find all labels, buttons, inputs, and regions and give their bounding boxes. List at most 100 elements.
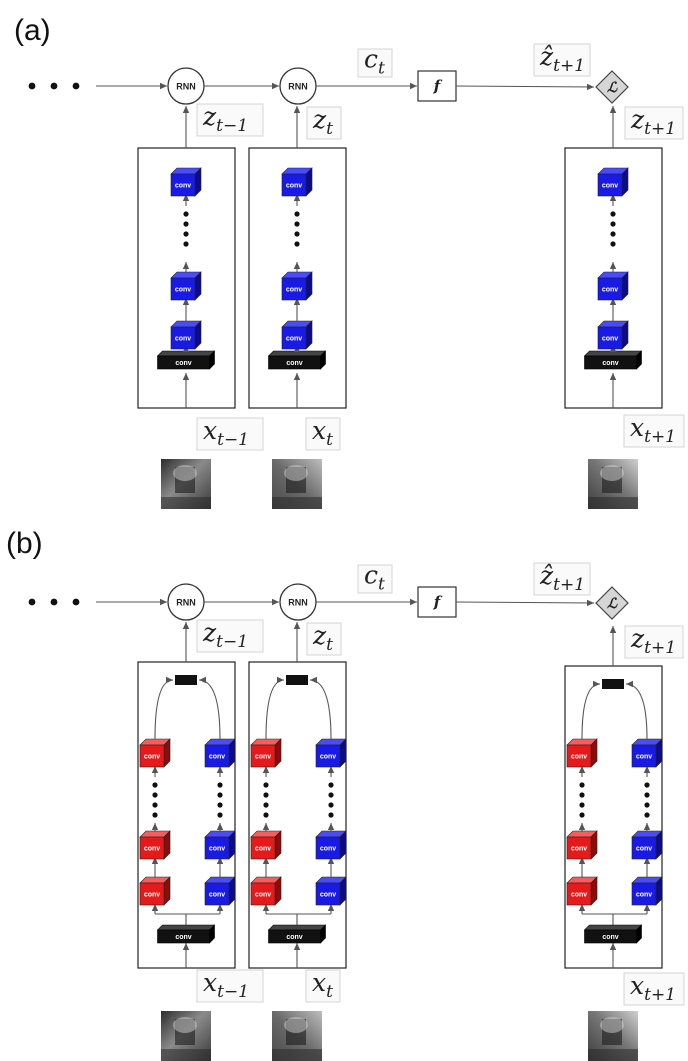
a-label-z-t: zt (306, 105, 342, 140)
conv-label: conv (209, 892, 225, 899)
ellipsis-dot (183, 241, 189, 247)
b-encoder-t-plus-1-left-cube-3: conv (566, 738, 598, 768)
cube-front (170, 277, 196, 301)
ellipsis-dot (183, 231, 189, 237)
loss-label: ℒ (607, 80, 618, 96)
b-label-c-t: ct (357, 560, 393, 594)
conv-label: conv (255, 846, 271, 853)
b-encoder-t-minus-1-conv-base: conv (156, 924, 216, 944)
b-encoder-t-minus-1-left-curve-to-fuse (154, 676, 174, 740)
ellipsis-dot (72, 598, 80, 606)
conv-label: conv (571, 846, 587, 853)
b-encoder-t-right-ellipsis (328, 782, 334, 818)
math-label-box (357, 48, 393, 78)
cube-front (597, 326, 623, 350)
math-label-box (624, 106, 684, 140)
cube-front (139, 744, 165, 768)
b-label-z-t-plus-1: zt+1 (624, 624, 684, 659)
math-label-text: ct (364, 560, 385, 594)
conv-label: conv (286, 336, 302, 343)
a-frame-t-minus-1 (161, 459, 211, 509)
ellipsis-dot (328, 782, 334, 788)
conv-label: conv (286, 183, 302, 190)
frame-image-light (284, 465, 308, 481)
cube-front (250, 882, 276, 906)
b-encoder-t-right-cube-2: conv (315, 830, 347, 860)
f-label: f (433, 77, 443, 95)
b-encoder-t-minus-1-fuse-block (175, 675, 197, 685)
a-label-z-t-plus-1: zt+1 (624, 105, 684, 140)
cube-front (566, 744, 592, 768)
flat-conv-top (267, 350, 327, 357)
b-encoder-t-minus-1-right-cube-1: conv (204, 876, 236, 906)
math-label-box (623, 972, 685, 1006)
ellipsis-dot (183, 211, 189, 217)
math-label-box (305, 969, 341, 1003)
b-encoder-t-minus-1-right-cube-3: conv (204, 738, 236, 768)
b-encoder-t-fuse-block (286, 675, 308, 685)
ellipsis-dot (610, 211, 616, 217)
conv-label: conv (255, 754, 271, 761)
b-loss-node: ℒ (595, 586, 629, 620)
cube-front (250, 744, 276, 768)
a-encoder-t-conv-cube-1: conv (281, 320, 313, 350)
cube-front (631, 882, 657, 906)
cube-front (139, 882, 165, 906)
cube-front (597, 277, 623, 301)
a-encoder-t-minus-1-conv-cube-3: conv (170, 167, 202, 197)
math-label-box (196, 103, 264, 137)
frame-image-floor (161, 497, 211, 509)
b-encoder-t-minus-1-left-cube-2: conv (139, 830, 171, 860)
math-label-text: xt+1 (630, 413, 676, 447)
b-label-x-t: xt (305, 968, 341, 1003)
flat-conv-front (584, 355, 637, 370)
frame-image-light (600, 465, 624, 481)
conv-label: conv (602, 934, 618, 941)
a-f-box: f (417, 70, 457, 102)
math-label-box (306, 106, 342, 140)
cube-front (566, 836, 592, 860)
frame-image-floor (161, 1049, 211, 1061)
math-label-box (196, 619, 264, 653)
b-frame-t-plus-1 (588, 1011, 638, 1061)
math-label-text: zt (312, 105, 333, 139)
conv-label: conv (175, 336, 191, 343)
b-frame-t-minus-1 (161, 1011, 211, 1061)
ellipsis-dot (217, 782, 223, 788)
ellipsis-dot (328, 802, 334, 808)
ellipsis-dot (610, 241, 616, 247)
conv-label: conv (602, 360, 618, 367)
b-encoder-t-conv-base: conv (267, 924, 327, 944)
math-label-text: xt+1 (630, 971, 676, 1005)
b-label-x-t-minus-1: xt−1 (196, 968, 264, 1003)
frame-image-floor (588, 1049, 638, 1061)
a-frame-t-plus-1 (588, 459, 638, 509)
b-f-box: f (417, 586, 457, 618)
a-encoder-t-minus-1-conv-cube-2: conv (170, 271, 202, 301)
math-label-box (196, 417, 264, 451)
b-ellipsis-left (28, 598, 80, 606)
math-label-text: xt−1 (203, 968, 249, 1002)
b-encoder-t-right-cube-1: conv (315, 876, 347, 906)
conv-label: conv (144, 892, 160, 899)
b-encoder-t-plus-1-right-ellipsis (644, 782, 650, 818)
math-label-box (305, 417, 341, 451)
math-label-box (196, 969, 264, 1003)
math-label-box (306, 622, 342, 656)
flat-conv-top (156, 924, 216, 931)
frame-image-light (173, 1017, 197, 1033)
a-encoder-t-plus-1-conv-ellipsis (610, 211, 616, 247)
conv-label: conv (320, 754, 336, 761)
a-label-x-t: xt (305, 416, 341, 451)
conv-label: conv (175, 934, 191, 941)
b-encoder-t-minus-1-right-curve-to-fuse (198, 676, 221, 740)
b-arrow-f-loss (455, 599, 595, 607)
cube-front (597, 173, 623, 197)
rnn-label: RNN (288, 82, 308, 92)
loss-label: ℒ (607, 596, 618, 612)
ellipsis-dot (610, 221, 616, 227)
a-encoder-t-conv-ellipsis (294, 211, 300, 247)
b-encoder-t-plus-1-right-curve-to-fuse (625, 680, 648, 740)
ellipsis-dot (152, 792, 158, 798)
